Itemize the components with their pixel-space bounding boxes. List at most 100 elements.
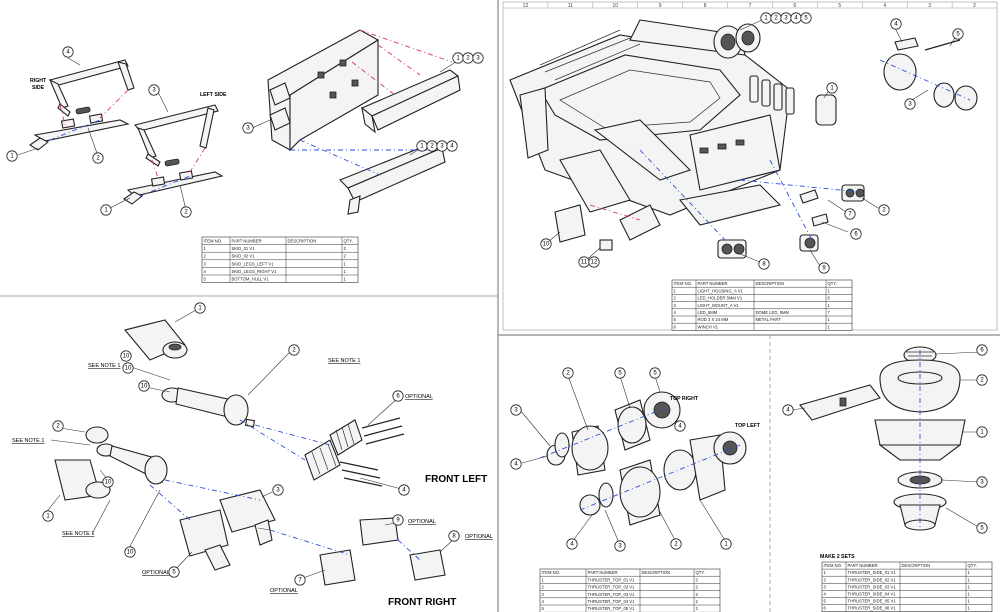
bom-cell: 1 [968, 599, 971, 604]
balloon-number: 2 [430, 143, 434, 149]
ruler-zone-label: 9 [659, 3, 662, 9]
sheet1-balloon: 3 [148, 84, 160, 96]
balloon-number: 4 [514, 461, 518, 467]
sheet3-balloon: 5 [168, 566, 180, 578]
claw-lower-part [304, 439, 383, 487]
left-side-label: LEFT SIDE [200, 92, 227, 98]
bottom-hull-part [267, 29, 380, 152]
bom-header-cell: PART NUMBER [588, 570, 618, 575]
bom-cell: THRUSTER_TOP_04 V1 [588, 599, 636, 604]
bom-cell: BOTTOM_HULL V1 [232, 276, 270, 281]
bom-header-cell: DESCRIPTION [756, 281, 785, 286]
sheet4-balloon: 4 [566, 538, 578, 550]
sheet3-balloon: 1 [42, 510, 54, 522]
right-side-label-line1: RIGHT [30, 78, 47, 84]
skid-legs-right-part [48, 59, 135, 117]
bom-cell: 5 [542, 606, 545, 611]
bom-cell: 4 [542, 599, 545, 604]
sheet2-balloon: 12 [588, 256, 600, 268]
front-right-label: FRONT RIGHT [388, 597, 456, 608]
arm-lower-joint [54, 426, 111, 501]
ruler-zone-label: 3 [928, 3, 931, 9]
bom-header-cell: ITEM NO. [204, 238, 223, 243]
balloon-number: 6 [980, 347, 984, 353]
see-note-label-3: SEE NOTE 1 [12, 438, 44, 444]
sheet2-balloon: 10 [540, 238, 552, 250]
bom-cell: 1 [344, 276, 347, 281]
sheet1-balloon: 2 [426, 140, 438, 152]
balloon-number: 5 [172, 569, 176, 575]
balloon-number: 5 [618, 370, 622, 376]
balloon-number: 3 [476, 55, 480, 61]
bom-cell: 1 [828, 324, 831, 329]
bom-frame [671, 279, 853, 331]
bom-frame [821, 561, 993, 612]
bom-cell: 3 [204, 261, 207, 266]
balloon-number: 1 [724, 541, 728, 547]
sheet5-balloon: 1 [976, 426, 988, 438]
make-sets-label: MAKE 2 SETS [820, 554, 855, 560]
bom-header-cell: ITEM NO. [824, 563, 843, 568]
light-housing-b-part [713, 23, 761, 59]
balloon-number: 3 [514, 407, 518, 413]
bom-header-cell: PART NUMBER [848, 563, 878, 568]
see-note-label-4: SEE NOTE 1 [62, 531, 94, 537]
balloon-number: 3 [246, 125, 250, 131]
balloon-number: 2 [980, 377, 984, 383]
balloon-number: 4 [894, 21, 898, 27]
balloon-number: 7 [298, 577, 302, 583]
top-left-label: TOP LEFT [735, 423, 761, 429]
bom-header-cell: DESCRIPTION [902, 563, 931, 568]
ruler-zone-label: 6 [794, 3, 797, 9]
skid-rail-upper [29, 106, 130, 151]
sheet1-balloon: 1 [416, 140, 428, 152]
balloon-number: 2 [56, 423, 60, 429]
bom-header-cell: QTY. [968, 563, 977, 568]
ruler-zone-label: 8 [704, 3, 707, 9]
bom-header-cell: PART NUMBER [232, 238, 262, 243]
bom-header-cell: QTY. [344, 238, 353, 243]
thruster-bracket-part [799, 384, 881, 421]
right-side-label-line2: SIDE [32, 85, 45, 91]
balloon-number: 10 [123, 353, 130, 359]
bom-cell: SKID_02 V1 [232, 254, 256, 259]
sheet2-balloon: 3 [780, 12, 792, 24]
ruler-zone-label: 5 [838, 3, 841, 9]
balloon-number: 2 [566, 370, 570, 376]
bom-cell: THRUSTER_TOP_05 V1 [588, 606, 636, 611]
ruler-zone-label: 7 [749, 3, 752, 9]
balloon-number: 1 [198, 305, 202, 311]
claw-upper-optional [329, 417, 405, 456]
bom-cell: 2 [344, 254, 347, 259]
balloon-number: 1 [764, 15, 768, 21]
balloon-number: 1 [46, 513, 50, 519]
bom-cell: 2 [204, 254, 207, 259]
sheet3-balloon: 9 [392, 514, 404, 526]
sheet2-balloon: 9 [818, 262, 830, 274]
balloon-number: 4 [794, 15, 798, 21]
sheet1-skid-assembly: RIGHT SIDE LEFT SIDE [17, 29, 463, 283]
upper-hull-part [509, 19, 791, 241]
balloon-number: 10 [125, 365, 132, 371]
sheet4-balloon: 4 [674, 420, 686, 432]
ruler-zone-label: 4 [883, 3, 886, 9]
sheet2-balloon: 4 [890, 18, 902, 30]
balloon-number: 10 [141, 383, 148, 389]
bom-cell: 2 [696, 585, 699, 590]
sheet5-balloon: 3 [976, 476, 988, 488]
bom-cell: 6 [824, 606, 827, 611]
arm-upper-segment [161, 387, 256, 428]
optional-label-2: OPTIONAL [408, 519, 436, 525]
bom-cell: 5 [204, 276, 207, 281]
balloon-number: 6 [854, 231, 858, 237]
bom-cell: 1 [828, 303, 831, 308]
balloon-number: 2 [96, 155, 100, 161]
top-right-label: TOP RIGHT [670, 396, 699, 402]
sheet3-balloon: 10 [138, 380, 150, 392]
balloon-number: 9 [822, 265, 826, 271]
